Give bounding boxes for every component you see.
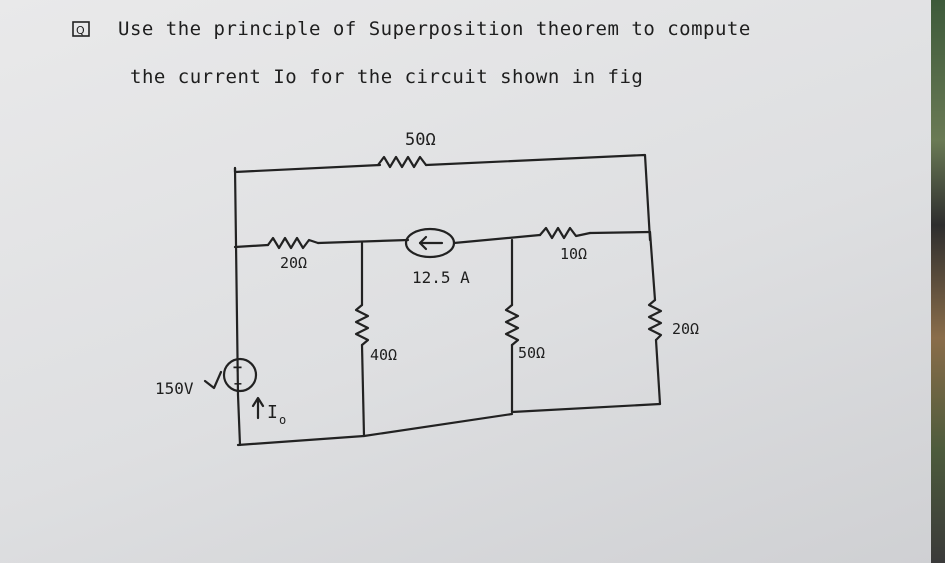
v20-wire-top: [648, 230, 657, 302]
question-line-2: the current Io for the circuit shown in …: [130, 66, 643, 88]
v40-wire-bottom: [360, 343, 366, 438]
label-r-top: 50Ω: [405, 130, 436, 150]
plus-sign: +: [233, 358, 242, 376]
label-current-io: I: [267, 402, 278, 423]
vertical-20-branch: 20Ω: [647, 230, 699, 406]
bottom-wires: [236, 393, 662, 447]
background-edge: [931, 0, 945, 563]
question-marker: Q: [76, 24, 85, 37]
label-voltage-source: 150V: [155, 379, 194, 398]
voltage-source-group: + − 150V: [155, 357, 258, 398]
minus-sign: −: [234, 377, 242, 392]
middle-branch: 20Ω 12.5 A 10Ω: [233, 166, 652, 397]
resistor-10-right: [538, 226, 592, 240]
voltage-source-150v: [222, 357, 258, 393]
resistor-top-50: [376, 155, 428, 169]
mid-wire-2: [316, 238, 410, 245]
resistor-20-vertical: [647, 298, 663, 342]
label-r-left-mid: 20Ω: [280, 254, 307, 272]
current-io-group: I o: [251, 396, 286, 427]
arrow-left-head-icon: [418, 235, 428, 251]
mid-wire-1: [233, 243, 270, 249]
arrow-up-head-icon: [251, 396, 265, 408]
source-lead-mark: [203, 370, 223, 390]
left-wire-lower: [236, 393, 242, 447]
top-branch: 50Ω: [233, 130, 652, 242]
mid-wire-3: [452, 233, 542, 245]
label-r-right-mid: 10Ω: [560, 245, 587, 263]
resistor-20-left: [266, 236, 320, 250]
label-current-source: 12.5 A: [412, 268, 470, 287]
question-block: Q Use the principle of Superposition the…: [72, 18, 751, 88]
question-line-1: Use the principle of Superposition theor…: [118, 18, 751, 40]
left-wire-upper: [233, 166, 240, 397]
top-wire-right: [424, 153, 652, 242]
label-r-vertical-1: 40Ω: [370, 346, 397, 364]
label-current-io-sub: o: [279, 413, 286, 427]
label-r-vertical-2: 50Ω: [518, 344, 545, 362]
label-r-vertical-3: 20Ω: [672, 320, 699, 338]
bottom-wire-right: [510, 402, 662, 414]
bottom-wire-left: [236, 412, 514, 447]
resistor-50-vertical: [504, 303, 520, 347]
vertical-50-branch: 50Ω: [504, 238, 545, 414]
mid-wire-4: [588, 230, 652, 235]
v20-wire-bottom: [654, 338, 662, 406]
top-wire-left: [233, 163, 382, 174]
vertical-40-branch: 40Ω: [354, 241, 397, 438]
question-marker-box: [72, 21, 90, 37]
resistor-40-vertical: [354, 303, 370, 347]
